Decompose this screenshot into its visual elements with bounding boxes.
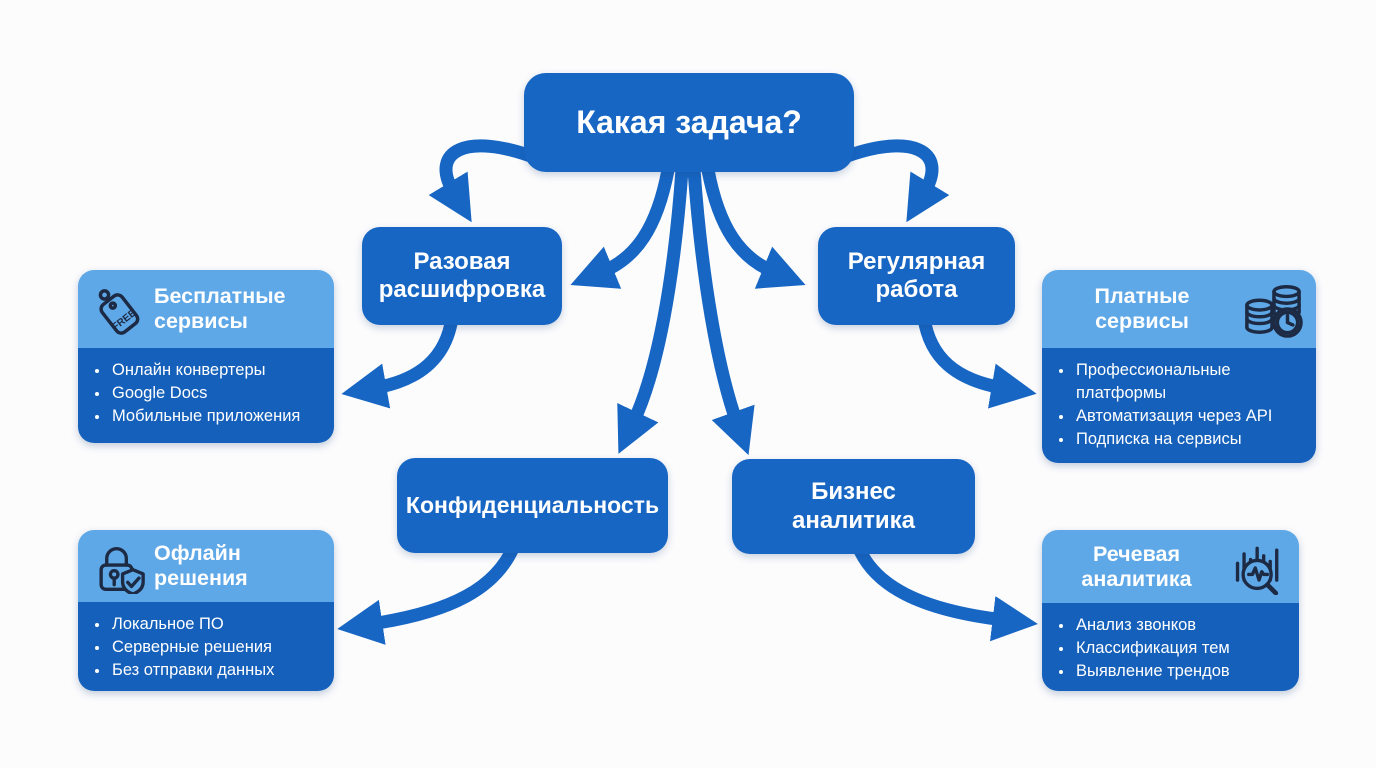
card-speech-header: Речевая аналитика: [1042, 530, 1299, 603]
card-offline-header: Офлайн решения: [78, 530, 334, 602]
node-label-line: Разовая: [413, 247, 511, 275]
lock-shield-check-icon: [88, 538, 146, 594]
card-speech-title: Речевая аналитика: [1081, 541, 1192, 591]
list-item: Классификация тем: [1074, 637, 1289, 660]
node-label-line: Конфиденциальность: [405, 491, 660, 518]
list-item: Локальное ПО: [110, 613, 324, 636]
card-free-body: Онлайн конвертеры Google Docs Мобильные …: [78, 348, 334, 443]
node-label-line: Бизнес: [811, 478, 896, 506]
arrow-konfidencialnost-to-offline: [337, 539, 521, 645]
list-item: Подписка на сервисы: [1074, 428, 1306, 451]
card-paid-list: Профессиональные платформы Автоматизация…: [1054, 359, 1306, 451]
card-paid-body: Профессиональные платформы Автоматизация…: [1042, 348, 1316, 463]
list-item: Выявление трендов: [1074, 660, 1289, 683]
card-free-services: FREE Бесплатные сервисы Онлайн конвертер…: [78, 270, 334, 443]
card-offline-solutions: Офлайн решения Локальное ПО Серверные ре…: [78, 530, 334, 691]
card-speech-analytics: Речевая аналитика: [1042, 530, 1299, 691]
list-item: Анализ звонков: [1074, 614, 1289, 637]
node-question-label: Какая задача?: [576, 103, 802, 140]
card-offline-title: Офлайн решения: [154, 541, 248, 590]
price-tag-free-icon: FREE: [88, 280, 146, 338]
card-paid-title: Платные сервисы: [1094, 284, 1190, 333]
card-speech-list: Анализ звонков Классификация тем Выявлен…: [1054, 614, 1289, 683]
card-paid-services: Платные сервисы: [1042, 270, 1316, 463]
node-label-line: аналитика: [791, 506, 916, 534]
arrow-root-to-regulyarnaya-top: [835, 139, 950, 223]
card-speech-body: Анализ звонков Классификация тем Выявлен…: [1042, 603, 1299, 691]
list-item: Google Docs: [110, 382, 324, 405]
arrow-root-to-razovaya-top: [428, 139, 543, 223]
list-item: Без отправки данных: [110, 659, 324, 682]
node-label-line: работа: [875, 276, 958, 303]
arrow-root-to-regulyarnaya-side: [701, 163, 806, 289]
list-item: Автоматизация через API: [1074, 405, 1306, 428]
node-business-analytics: Бизнес аналитика: [732, 459, 975, 554]
speech-analytics-magnifier-icon: [1229, 539, 1289, 595]
node-one-time-transcription: Разовая расшифровка: [362, 227, 562, 325]
list-item: Профессиональные платформы: [1074, 359, 1306, 405]
node-confidentiality: Конфиденциальность: [397, 458, 668, 553]
coins-clock-icon: [1240, 280, 1306, 338]
node-question: Какая задача?: [524, 73, 854, 172]
card-free-list: Онлайн конвертеры Google Docs Мобильные …: [90, 359, 324, 428]
arrow-biznes-to-speech: [851, 539, 1038, 642]
card-offline-body: Локальное ПО Серверные решения Без отпра…: [78, 602, 334, 691]
arrow-razovaya-to-free: [341, 311, 459, 409]
card-paid-header: Платные сервисы: [1042, 270, 1316, 348]
list-item: Мобильные приложения: [110, 405, 324, 428]
arrow-root-to-biznes: [687, 163, 755, 456]
free-tag-text: FREE: [110, 308, 138, 333]
arrow-root-to-konfidencialnost: [617, 163, 689, 454]
node-regular-work: Регулярная работа: [818, 227, 1015, 325]
list-item: Серверные решения: [110, 636, 324, 659]
list-item: Онлайн конвертеры: [110, 359, 324, 382]
node-label-line: расшифровка: [378, 276, 546, 303]
arrow-root-to-razovaya-side: [570, 163, 675, 289]
node-label-line: Регулярная: [847, 247, 986, 275]
arrow-regulyarnaya-to-paid: [917, 311, 1037, 409]
card-free-header: FREE Бесплатные сервисы: [78, 270, 334, 348]
card-offline-list: Локальное ПО Серверные решения Без отпра…: [90, 613, 324, 682]
card-free-title: Бесплатные сервисы: [154, 284, 286, 333]
